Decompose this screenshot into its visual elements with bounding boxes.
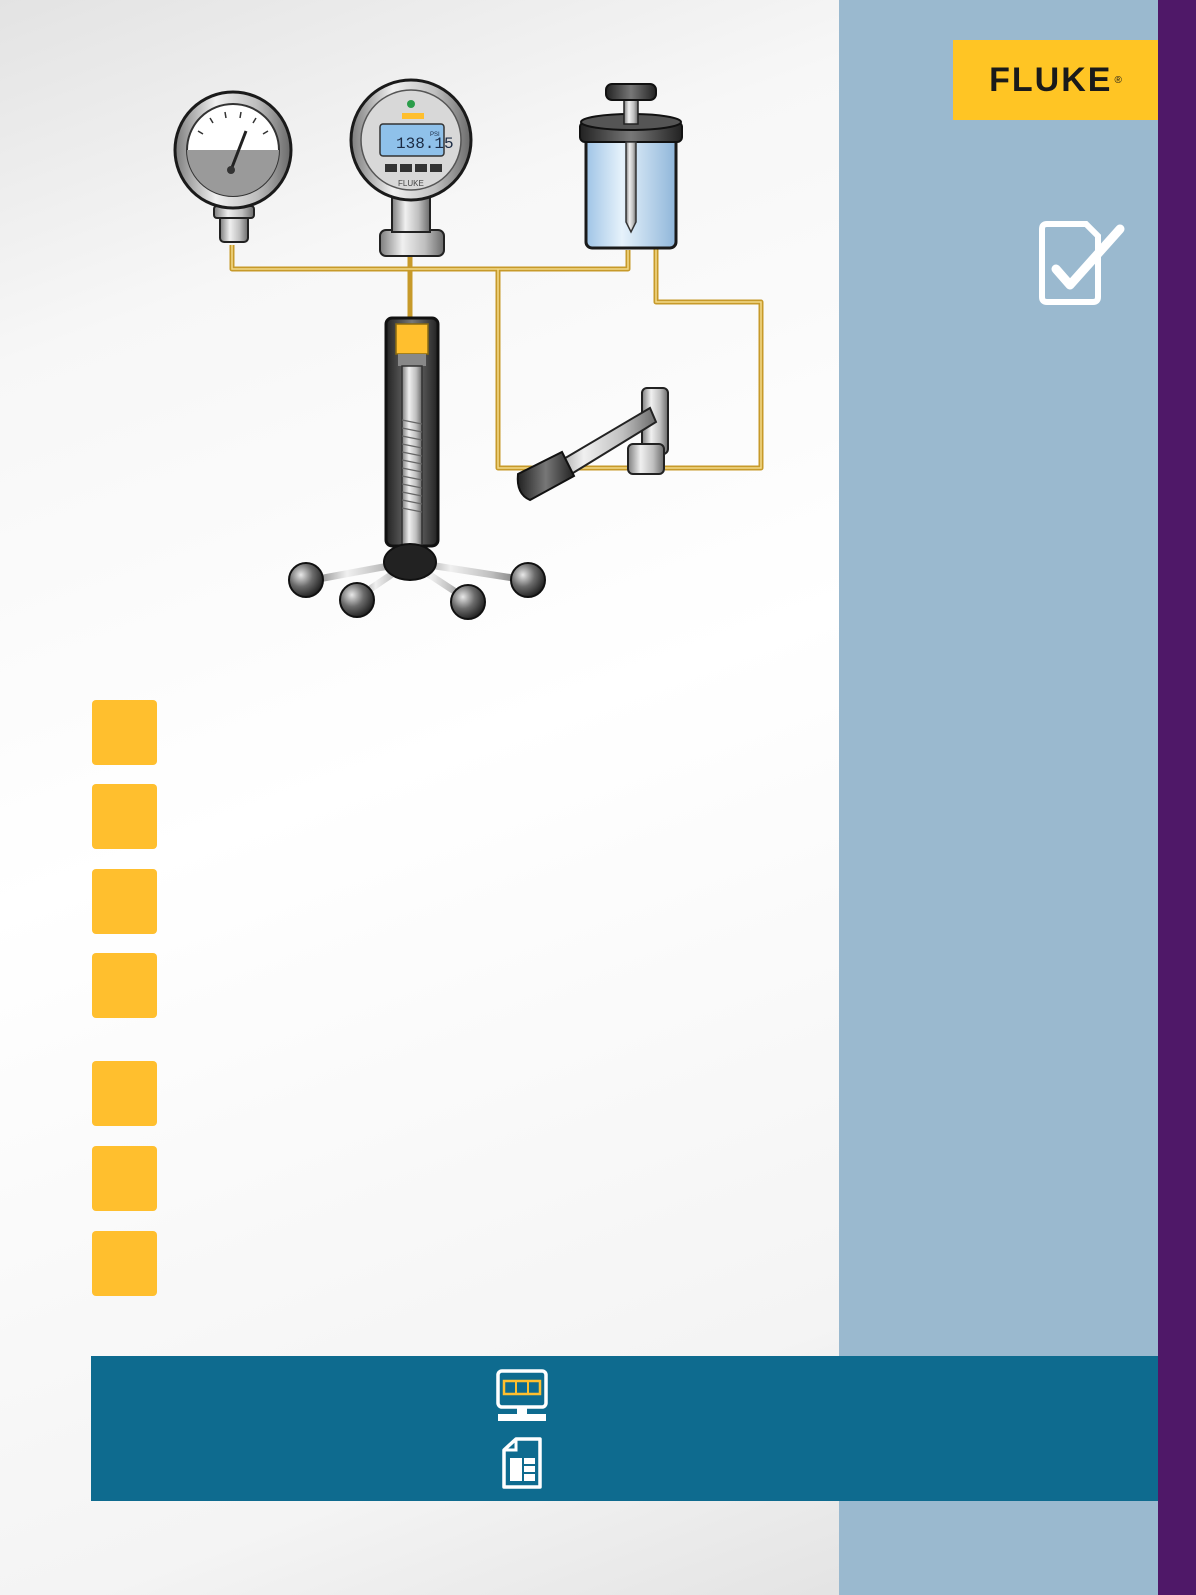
document-icon (502, 1437, 542, 1489)
analog-pressure-gauge (173, 90, 293, 243)
pressure-test-illustration: 138.15 PSI FLUKE (173, 78, 764, 620)
digital-pressure-gauge: 138.15 PSI FLUKE (349, 78, 473, 257)
fluke-logo: FLUKE® (953, 40, 1158, 120)
logo-registered-mark: ® (1114, 74, 1122, 86)
step-marker-4 (92, 953, 157, 1018)
bottom-banner (91, 1356, 1158, 1501)
right-sidebar-panel (839, 0, 1158, 1595)
fluid-reservoir (579, 83, 683, 250)
gauge-readout: 138.15 (396, 135, 454, 153)
hand-pump (516, 387, 669, 502)
gauge-unit: PSI (430, 132, 440, 138)
checklist-icon (1039, 221, 1125, 305)
gauge-brand: FLUKE (398, 179, 424, 188)
step-marker-5 (92, 1061, 157, 1126)
step-marker-6 (92, 1146, 157, 1211)
step-marker-7 (92, 1231, 157, 1296)
edge-accent-strip (1158, 0, 1196, 1595)
screw-press (288, 316, 546, 620)
step-marker-2 (92, 784, 157, 849)
step-marker-3 (92, 869, 157, 934)
monitor-icon (496, 1369, 548, 1421)
step-marker-1 (92, 700, 157, 765)
logo-wordmark: FLUKE (989, 60, 1113, 99)
